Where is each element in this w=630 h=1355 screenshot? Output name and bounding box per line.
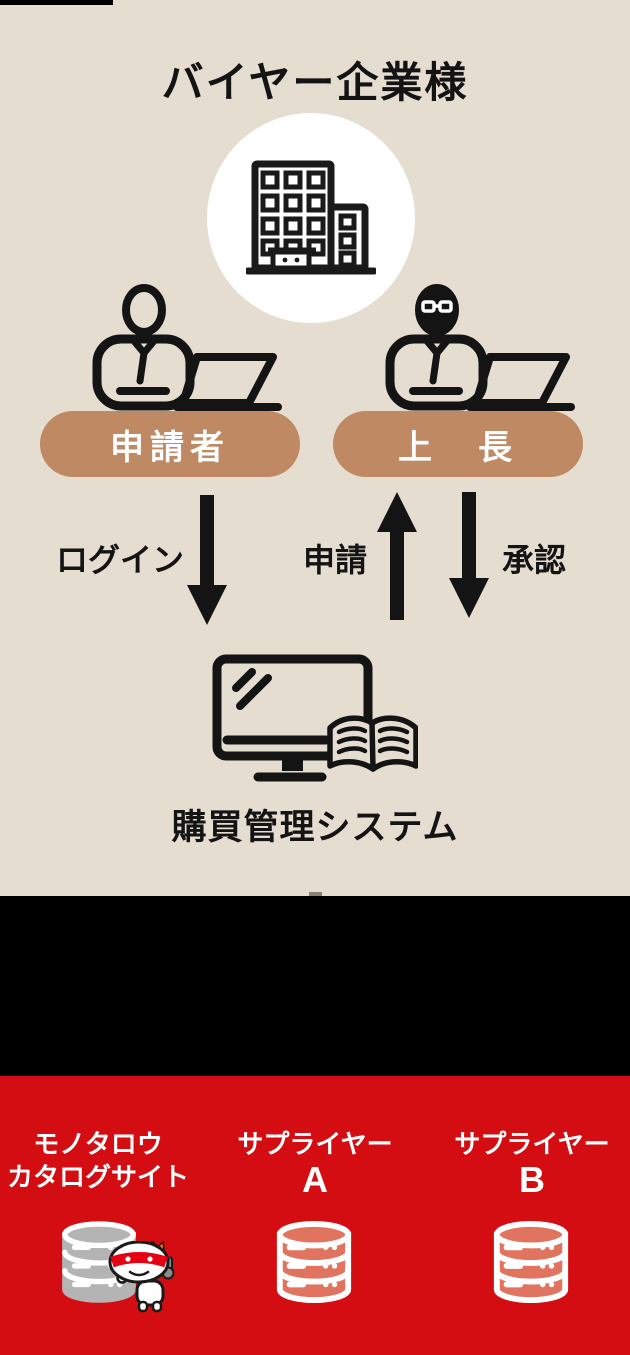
database-icon	[62, 1221, 136, 1303]
supplier-name-line1: モノタロウ	[33, 1129, 163, 1159]
monotaro-mascot-icon	[108, 1241, 175, 1313]
monitor-catalog-icon	[212, 654, 418, 782]
login-label: ログイン	[55, 542, 184, 578]
role-badge-manager: 上 長	[333, 411, 583, 477]
database-icon	[493, 1221, 569, 1304]
system-label: 購買管理システム	[171, 808, 459, 847]
divider-band	[0, 896, 630, 1076]
supplier-section	[0, 1076, 630, 1355]
divider-notch	[309, 892, 322, 896]
supplier-name-line2: B	[519, 1159, 545, 1200]
supplier-name-line2: カタログサイト	[6, 1162, 189, 1192]
building-icon	[246, 160, 376, 275]
applicant-label: 申請者	[110, 428, 230, 467]
open-book-icon	[327, 715, 418, 772]
database-icon	[276, 1221, 352, 1304]
apply-label: 申請	[302, 542, 367, 578]
glasses-icon	[421, 300, 453, 313]
top-left-bar	[0, 0, 113, 5]
company-badge	[207, 113, 415, 323]
applicant-laptop-icon	[92, 284, 282, 411]
role-badge-applicant: 申請者	[40, 411, 300, 477]
supplier-label-monotaro: モノタロウ カタログサイト	[0, 1128, 196, 1194]
arrow-down-icon	[187, 495, 227, 625]
manager-label: 上 長	[398, 428, 518, 467]
buyer-section-title: バイヤー企業様	[161, 59, 469, 106]
arrow-up-icon	[377, 492, 417, 620]
arrow-down-icon	[449, 492, 489, 618]
supplier-name-line1: サプライヤー	[237, 1129, 393, 1159]
supplier-name-line1: サプライヤー	[454, 1129, 610, 1159]
approve-label: 承認	[501, 542, 566, 578]
manager-laptop-icon	[385, 284, 575, 411]
supplier-label-a: サプライヤー A	[217, 1128, 413, 1199]
supplier-label-b: サプライヤー B	[434, 1128, 630, 1199]
supplier-name-line2: A	[302, 1159, 328, 1200]
